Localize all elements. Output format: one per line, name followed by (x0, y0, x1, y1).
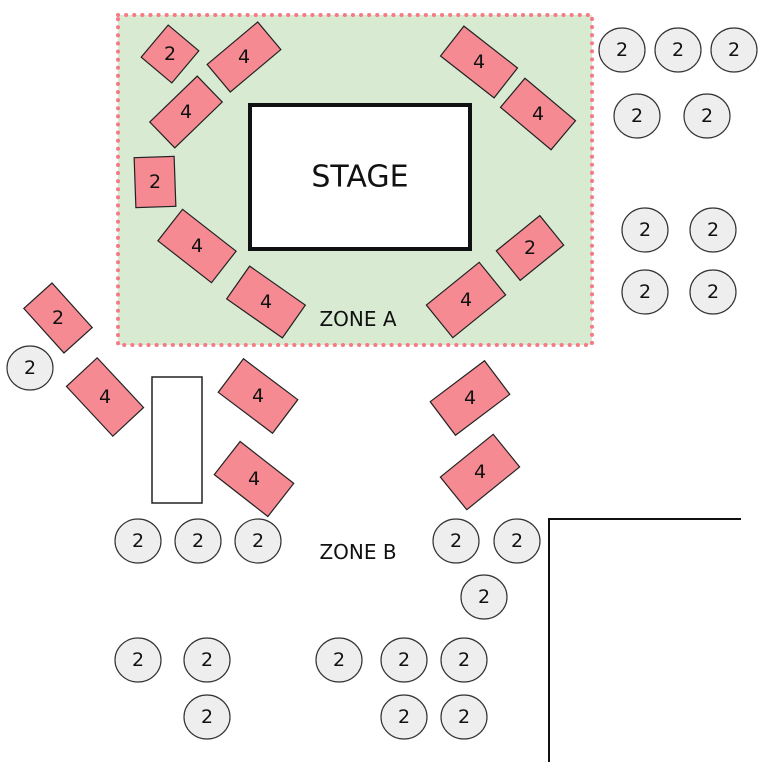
stage-label: STAGE (311, 160, 408, 195)
round-table[interactable]: 2 (432, 518, 480, 564)
table-outside-6[interactable]: 4 (439, 433, 521, 511)
table-seats: 2 (201, 706, 213, 728)
table-seats: 2 (511, 530, 523, 552)
round-table[interactable]: 2 (114, 518, 162, 564)
table-zone-a-1[interactable]: 2 (140, 24, 200, 84)
table-outside-3[interactable]: 4 (217, 357, 299, 435)
table-seats: 2 (149, 171, 161, 193)
round-table[interactable]: 2 (689, 207, 737, 253)
wall-corner (548, 518, 741, 762)
table-seats: 4 (238, 46, 250, 68)
table-seats: 2 (450, 530, 462, 552)
round-table[interactable]: 2 (6, 345, 54, 391)
table-outside-4[interactable]: 4 (213, 440, 295, 518)
round-table[interactable]: 2 (460, 574, 508, 620)
table-zone-a-10[interactable]: 4 (425, 261, 507, 339)
table-seats: 2 (132, 649, 144, 671)
round-table[interactable]: 2 (380, 637, 428, 683)
table-seats: 2 (398, 649, 410, 671)
table-seats: 4 (191, 235, 203, 257)
table-zone-a-9[interactable]: 2 (495, 214, 565, 282)
table-outside-5[interactable]: 4 (429, 359, 511, 437)
table-seats: 2 (201, 649, 213, 671)
round-table[interactable]: 2 (493, 518, 541, 564)
round-table[interactable]: 2 (621, 207, 669, 253)
table-seats: 2 (398, 706, 410, 728)
round-table[interactable]: 2 (440, 694, 488, 740)
table-seats: 2 (192, 530, 204, 552)
table-seats: 4 (532, 103, 544, 125)
table-seats: 2 (672, 39, 684, 61)
table-zone-a-8[interactable]: 4 (499, 77, 577, 151)
table-zone-a-2[interactable]: 4 (206, 21, 282, 93)
round-table[interactable]: 2 (315, 637, 363, 683)
stage: STAGE (248, 103, 472, 251)
round-table[interactable]: 2 (234, 518, 282, 564)
table-seats: 4 (473, 51, 485, 73)
round-table[interactable]: 2 (598, 27, 646, 73)
round-table[interactable]: 2 (689, 269, 737, 315)
table-seats: 2 (478, 586, 490, 608)
table-seats: 2 (639, 281, 651, 303)
table-seats: 2 (616, 39, 628, 61)
table-zone-a-4[interactable]: 2 (133, 155, 177, 209)
round-table[interactable]: 2 (114, 637, 162, 683)
round-table[interactable]: 2 (174, 518, 222, 564)
table-seats: 2 (631, 105, 643, 127)
table-outside-1[interactable]: 2 (22, 282, 94, 354)
round-table[interactable]: 2 (440, 637, 488, 683)
round-table[interactable]: 2 (380, 694, 428, 740)
table-zone-a-7[interactable]: 4 (439, 25, 519, 99)
zone-b-label: ZONE B (319, 540, 396, 564)
long-table (151, 376, 203, 504)
table-seats: 4 (180, 101, 192, 123)
table-zone-a-6[interactable]: 4 (225, 265, 307, 339)
table-seats: 2 (164, 43, 176, 65)
table-seats: 2 (458, 706, 470, 728)
table-seats: 4 (260, 291, 272, 313)
table-seats: 2 (52, 307, 64, 329)
table-seats: 4 (474, 461, 486, 483)
table-seats: 2 (24, 357, 36, 379)
round-table[interactable]: 2 (183, 637, 231, 683)
table-zone-a-3[interactable]: 4 (148, 75, 224, 149)
table-seats: 2 (639, 219, 651, 241)
round-table[interactable]: 2 (613, 93, 661, 139)
table-outside-2[interactable]: 4 (65, 356, 145, 438)
table-seats: 2 (458, 649, 470, 671)
table-seats: 4 (99, 386, 111, 408)
round-table[interactable]: 2 (621, 269, 669, 315)
table-seats: 2 (524, 237, 536, 259)
round-table[interactable]: 2 (683, 93, 731, 139)
table-seats: 2 (333, 649, 345, 671)
table-seats: 2 (707, 281, 719, 303)
table-seats: 4 (460, 289, 472, 311)
zone-a-label: ZONE A (319, 307, 396, 331)
round-table[interactable]: 2 (710, 27, 758, 73)
table-seats: 4 (248, 468, 260, 490)
table-seats: 4 (252, 385, 264, 407)
table-zone-a-5[interactable]: 4 (157, 208, 237, 284)
table-seats: 2 (132, 530, 144, 552)
round-table[interactable]: 2 (654, 27, 702, 73)
table-seats: 2 (252, 530, 264, 552)
table-seats: 2 (707, 219, 719, 241)
table-seats: 2 (728, 39, 740, 61)
table-seats: 4 (464, 387, 476, 409)
table-seats: 2 (701, 105, 713, 127)
round-table[interactable]: 2 (183, 694, 231, 740)
